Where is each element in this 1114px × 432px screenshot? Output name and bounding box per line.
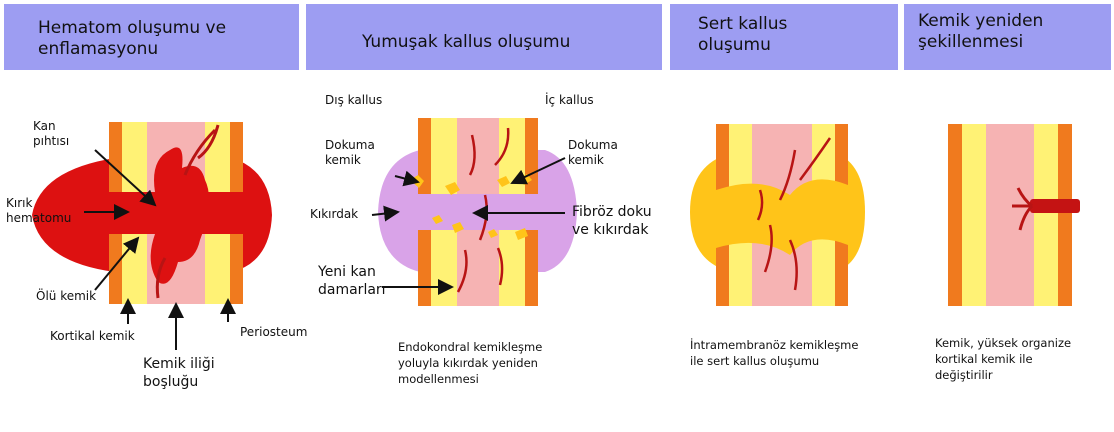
stage-4-illustration [948,124,1080,306]
label-dis-kallus: Dış kallus [325,93,382,108]
label-kan-pihtisi: Kan pıhtısı [33,119,69,149]
periosteum-right-bottom [230,234,243,304]
caption-stage-2: Endokondral kemikleşme yoluyla kıkırdak … [398,339,542,387]
stage-3-illustration [690,124,865,306]
label-kirik-hematomu: Kırık hematomu [6,196,71,226]
label-ic-kallus: İç kallus [545,93,594,108]
caption-stage-3: İntramembranöz kemikleşme ile sert kallu… [690,337,858,369]
periosteum-right-top [230,122,243,192]
periosteum-left-top [109,122,122,192]
label-olu-kemik: Ölü kemik [36,289,96,304]
label-kikirdak: Kıkırdak [310,207,358,222]
stage-1-illustration [32,122,272,350]
cortex-right-bottom [205,234,230,304]
cortex-left-bottom [122,234,147,304]
label-kortikal-kemik: Kortikal kemik [50,329,135,344]
cortex-left-top [122,122,147,192]
caption-stage-4: Kemik, yüksek organize kortikal kemik il… [935,335,1071,383]
label-dokuma-kemik-right: Dokuma kemik [568,138,618,168]
label-periosteum: Periosteum [240,325,307,340]
stage-2-illustration [372,118,577,306]
periosteum-left-bottom [109,234,122,304]
cortex-right-top [205,122,230,192]
vessel-stem [1030,199,1080,213]
label-kemik-iligi: Kemik iliği boşluğu [143,355,215,391]
label-yeni-kan: Yeni kan damarları [318,263,386,299]
label-dokuma-kemik-left: Dokuma kemik [325,138,375,168]
label-fibroz: Fibröz doku ve kıkırdak [572,203,652,239]
